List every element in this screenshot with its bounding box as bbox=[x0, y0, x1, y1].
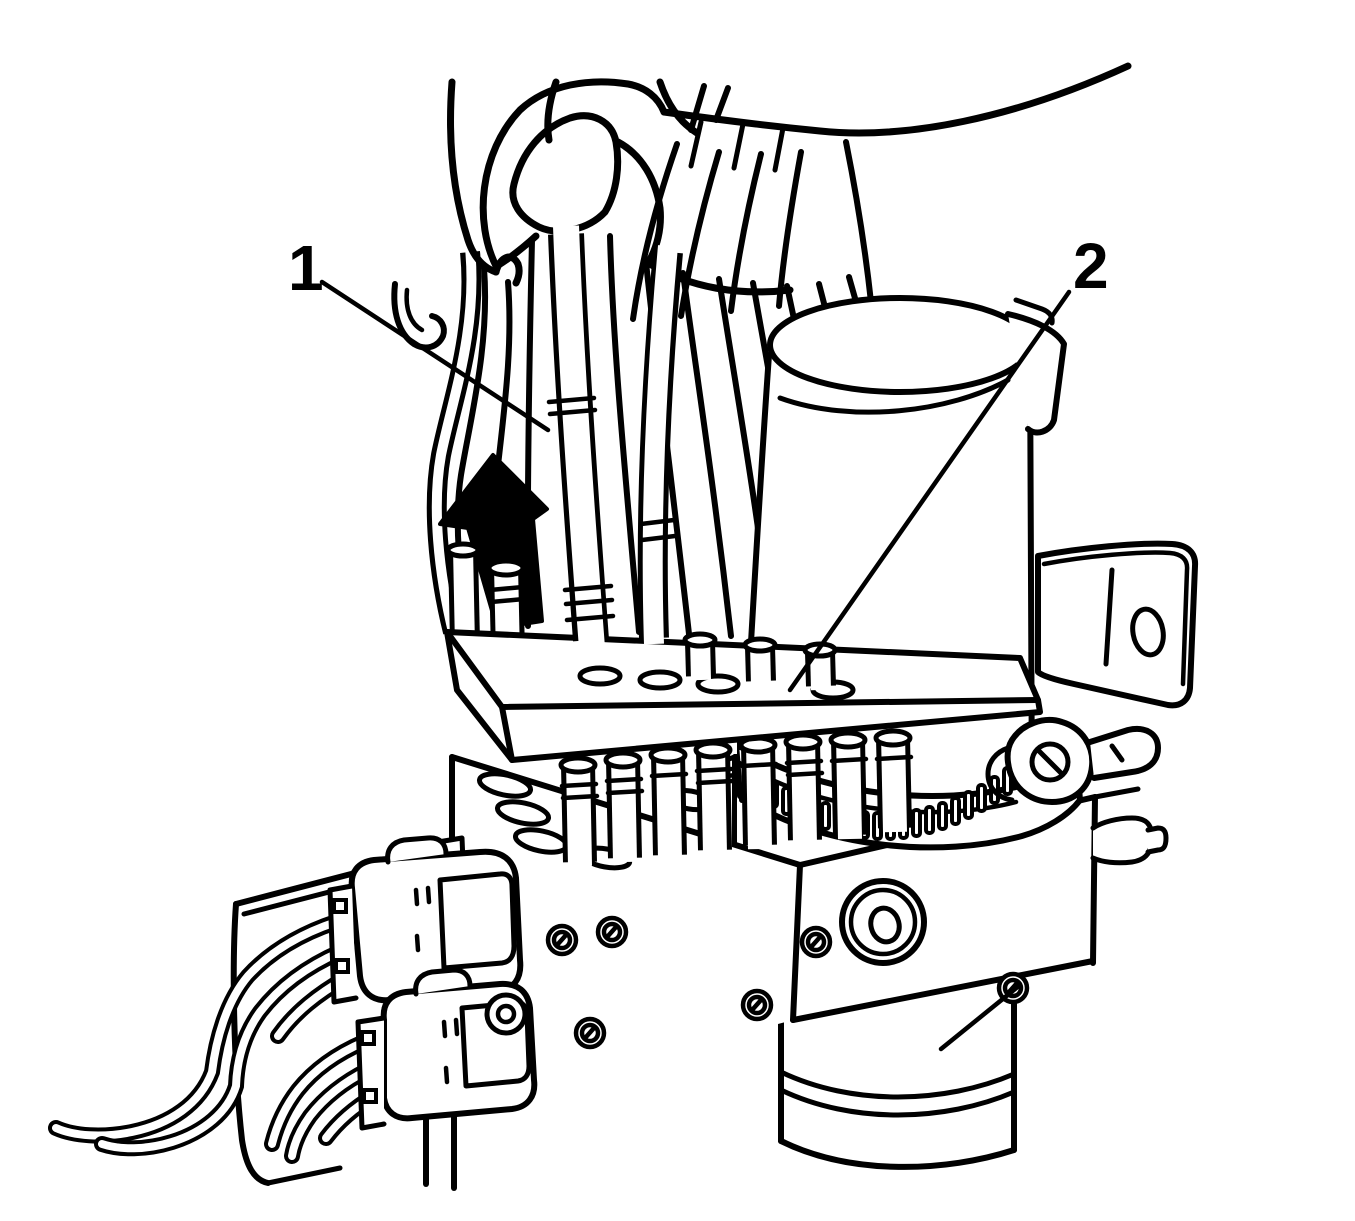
thumbnail bbox=[509, 112, 622, 235]
callout-2-leader-lower bbox=[938, 982, 1023, 1052]
held-tube bbox=[546, 225, 683, 649]
plate-holes bbox=[577, 665, 856, 701]
harness-conduit bbox=[391, 247, 482, 638]
valve-stems bbox=[558, 728, 914, 867]
top-face-ports bbox=[476, 771, 715, 871]
connector-peg bbox=[484, 992, 528, 1036]
pump-boss bbox=[839, 878, 927, 966]
callout-2-label: 2 bbox=[1073, 230, 1109, 302]
callout-1-leader bbox=[319, 279, 551, 433]
screw-icon bbox=[595, 915, 629, 949]
cylinder-tab bbox=[1005, 297, 1067, 436]
side-stud bbox=[1090, 815, 1169, 866]
screw-icon bbox=[799, 925, 833, 959]
screw-icon bbox=[740, 988, 774, 1022]
clamp-screw bbox=[985, 717, 1161, 805]
adjacent-tube bbox=[637, 245, 683, 645]
electrical-connectors bbox=[48, 835, 538, 1191]
connector-plate bbox=[444, 629, 1043, 763]
lower-connector bbox=[355, 967, 538, 1131]
callout-2-leader bbox=[787, 289, 1072, 693]
hand bbox=[447, 62, 1132, 296]
plate-top-stubs bbox=[682, 631, 838, 691]
screw-icon bbox=[573, 1016, 607, 1050]
upper-connector bbox=[327, 835, 524, 1005]
mounting-bracket bbox=[1035, 540, 1199, 709]
callout-1-label: 1 bbox=[288, 232, 324, 304]
callouts: 1 2 bbox=[288, 230, 1109, 1052]
bracket-hole bbox=[1130, 606, 1166, 658]
screw-icon bbox=[545, 923, 579, 957]
